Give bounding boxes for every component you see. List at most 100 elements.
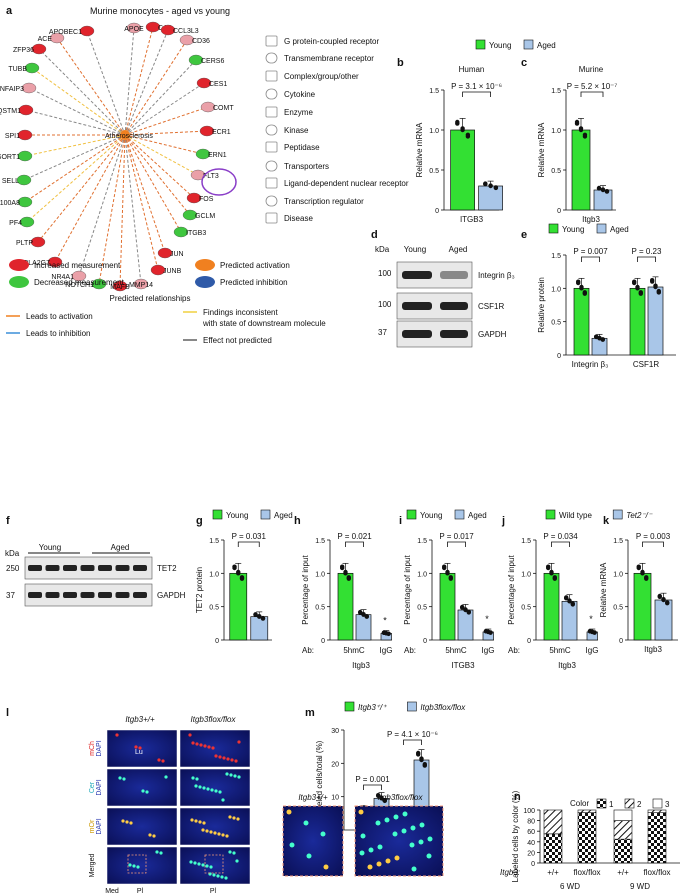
- data-point: [578, 127, 584, 133]
- fluorescent-cell: [426, 853, 432, 859]
- edge-line: [124, 134, 199, 176]
- legend-label: Itgb3flox/flox: [420, 703, 466, 712]
- x-category-label: Itgb3: [644, 645, 662, 654]
- y-tick-label: 0.5: [209, 605, 219, 612]
- p-bracket: [237, 541, 260, 547]
- fluorescent-cell: [303, 820, 309, 826]
- gene-node: [199, 125, 215, 137]
- fluorescent-cell: [418, 839, 424, 845]
- blot-band: [133, 592, 147, 598]
- y-tick-label: 1.5: [551, 88, 561, 95]
- data-point: [488, 183, 493, 189]
- data-point: [604, 189, 610, 194]
- fluorescent-cell: [212, 873, 216, 877]
- legend-leads-activation: Leads to activation: [26, 312, 93, 321]
- fluorescent-cell: [128, 863, 132, 867]
- micro-row-label: Cer: [89, 781, 96, 793]
- fluorescent-cell: [213, 831, 217, 835]
- p-value: P = 4.1 × 10⁻⁶: [387, 730, 438, 739]
- p-bracket: [637, 256, 656, 262]
- y-tick-label: 40: [527, 840, 535, 847]
- bar: [573, 287, 590, 356]
- chart-title: Murine: [579, 65, 604, 74]
- data-point: [253, 612, 258, 617]
- panel-label-a: a: [6, 5, 13, 17]
- y-tick-label: 1.0: [417, 571, 427, 578]
- fluorescent-cell: [214, 754, 218, 758]
- micro-dapi-label: DAPI: [96, 740, 103, 756]
- bar: [629, 287, 646, 356]
- data-point: [361, 612, 366, 617]
- edge-line: [124, 134, 204, 155]
- significance-star: *: [589, 614, 593, 624]
- blot-band: [80, 565, 95, 571]
- legend-swatch: [523, 39, 534, 50]
- legend-activation-swatch: [195, 259, 215, 271]
- shape-legend-label: Transmembrane receptor: [284, 54, 374, 63]
- stacked-bar-segment: [577, 809, 597, 813]
- edge-line: [124, 134, 142, 285]
- data-point: [596, 186, 602, 191]
- fluorescent-cell: [393, 814, 399, 820]
- blot-band: [440, 271, 468, 279]
- gene-label: GCLM: [195, 213, 215, 220]
- data-point: [488, 630, 493, 635]
- legend-swatch: [454, 509, 465, 520]
- fluorescent-cell: [122, 777, 126, 781]
- fluorescent-cell: [232, 851, 236, 855]
- edge-line: [124, 134, 159, 271]
- p-value: P = 0.001: [355, 775, 390, 784]
- blot-band: [80, 592, 95, 598]
- fluorescent-cell: [189, 860, 193, 864]
- data-point: [460, 605, 465, 610]
- legend-relationships: Predicted relationships: [110, 294, 191, 303]
- fluorescent-cell: [201, 863, 205, 867]
- y-tick-label: 0: [423, 638, 427, 645]
- edge-line: [124, 130, 208, 136]
- y-tick-label: 60: [527, 829, 535, 836]
- blot-band: [45, 565, 60, 571]
- edge-line: [124, 29, 169, 136]
- fluorescent-cell: [155, 850, 159, 854]
- edge-line: [124, 106, 209, 136]
- fluorescent-cell: [217, 832, 221, 836]
- panel-label-n: n: [514, 791, 521, 803]
- data-point: [665, 601, 670, 606]
- x-axis-label: Itgb3: [558, 661, 576, 670]
- gene-label: ECR1: [212, 129, 231, 136]
- bar: [561, 600, 578, 641]
- edge-line: [24, 134, 126, 203]
- data-point: [635, 286, 640, 291]
- fluorescent-cell: [157, 758, 161, 762]
- gene-label: ZFP36: [13, 47, 34, 54]
- data-point: [638, 291, 643, 296]
- p-value: P = 0.021: [337, 532, 372, 541]
- ab-label: Ab:: [302, 646, 314, 655]
- fluorescent-cell: [218, 755, 222, 759]
- fluorescent-cell: [385, 858, 391, 864]
- fluorescent-cell: [199, 743, 203, 747]
- bar: [571, 129, 591, 211]
- y-tick-label: 1.5: [209, 538, 219, 545]
- micrograph-tile: [106, 768, 178, 807]
- gene-node: [173, 226, 189, 238]
- p-value: P = 0.017: [439, 532, 474, 541]
- zoom-inset: [282, 805, 344, 877]
- gene-label: PLA2G7: [24, 260, 51, 267]
- fluorescent-cell: [191, 741, 195, 745]
- data-point: [650, 279, 655, 284]
- y-tick-label: 0: [215, 638, 219, 645]
- legend-swatch: [260, 509, 271, 520]
- data-point: [460, 127, 465, 133]
- shape-icon: [265, 88, 278, 100]
- data-point: [358, 610, 363, 615]
- y-axis-label: TET2 protein: [195, 567, 204, 613]
- data-point: [567, 599, 572, 604]
- legend-label: 3: [665, 800, 670, 809]
- gene-label: SPI1: [5, 133, 20, 140]
- bar: [654, 599, 673, 641]
- fluorescent-cell: [216, 874, 220, 878]
- fluorescent-cell: [360, 833, 366, 839]
- fluorescent-cell: [129, 821, 133, 825]
- micrograph-tile: [179, 846, 251, 885]
